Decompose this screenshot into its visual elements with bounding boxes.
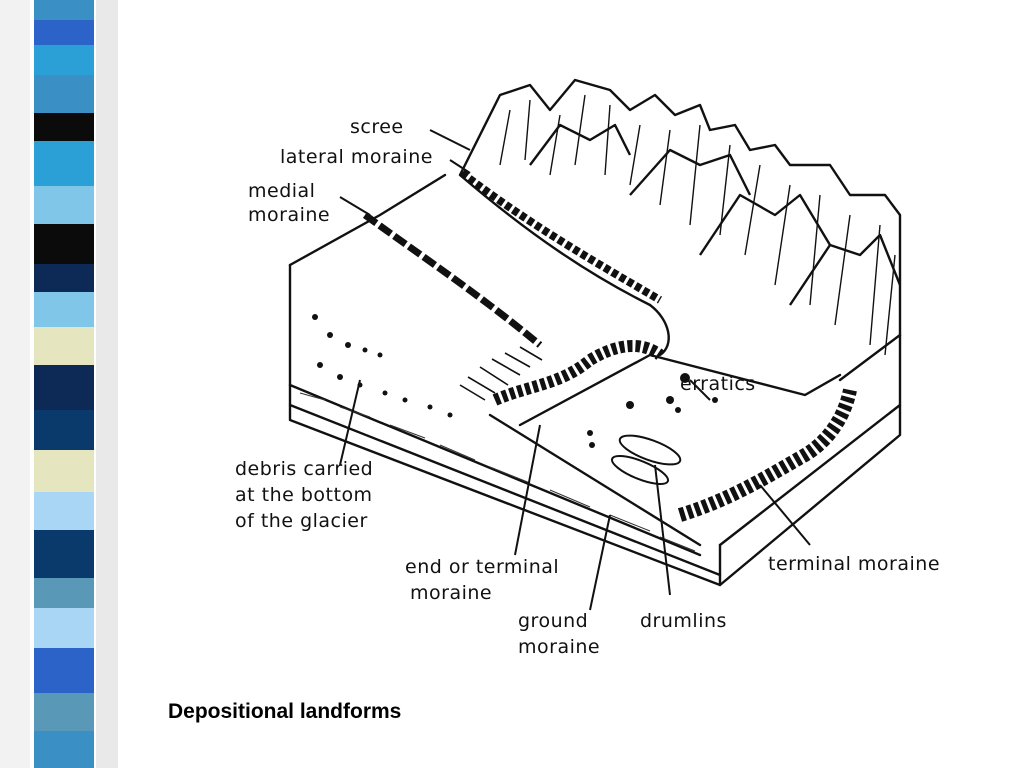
stripe-block [34,327,94,365]
label-leaders [339,129,811,611]
label-debris-line2: at the bottom [235,484,373,506]
stripe-block [34,693,94,731]
stripe-block [34,731,94,768]
stripe-block [34,292,94,327]
stripe-block [34,264,94,292]
label-debris-line1: debris carried [235,458,373,480]
glacier-block-diagram: scree lateral moraine medial moraine err… [235,78,940,658]
label-end-moraine-line2: moraine [410,582,492,604]
label-lateral-moraine: lateral moraine [280,146,433,168]
label-medial-moraine-line2: moraine [248,204,330,226]
stripe-block [34,75,94,113]
label-medial-moraine-line1: medial [248,180,315,202]
medial-moraine-band [362,212,543,348]
stripe-block [34,141,94,186]
label-terminal-moraine: terminal moraine [768,553,940,575]
glacier-near-edge [458,173,652,307]
label-debris-line3: of the glacier [235,510,368,532]
stripe-block [34,608,94,648]
terminal-moraine-band [677,388,857,522]
label-ground-moraine-line1: ground [518,610,588,632]
crevasse-marks [459,346,543,401]
block-back-edge [838,333,902,382]
ground-hatching [299,392,696,552]
slide-caption: Depositional landforms [168,700,402,723]
stripe-block [34,410,94,450]
block-base-layer [288,403,722,587]
label-scree: scree [350,116,404,138]
label-erratics: erratics [680,373,756,395]
stripe-block [34,492,94,530]
end-moraine-band [492,339,664,406]
lateral-moraine-band [459,169,663,304]
label-ground-moraine-line2: moraine [518,636,600,658]
label-drumlins: drumlins [640,610,727,632]
label-end-moraine-line1: end or terminal [405,556,559,578]
stripe-block [34,0,94,20]
ground-outline [488,413,702,547]
stripe-block [34,186,94,224]
decorative-side-stripe [0,0,118,768]
block-right-face [718,403,902,587]
mountain-shading [499,94,896,356]
mountain-range [458,78,902,306]
stripe-block [34,113,94,141]
stripe-block [34,530,94,578]
stripe-block [34,45,94,75]
stripe-block [34,578,94,608]
block-front-face [288,263,722,577]
stripe-block [34,450,94,492]
erratics-boulders [587,373,718,448]
stripe-blocks [34,0,94,768]
basal-debris [312,314,453,418]
stripe-block [34,365,94,410]
stripe-block [34,20,94,45]
drumlins-shapes [610,434,682,485]
stripe-block [34,648,94,693]
block-top-edge [288,173,447,267]
glacier-snout [648,303,670,357]
stripe-block [34,224,94,264]
outwash-edge [518,353,842,427]
